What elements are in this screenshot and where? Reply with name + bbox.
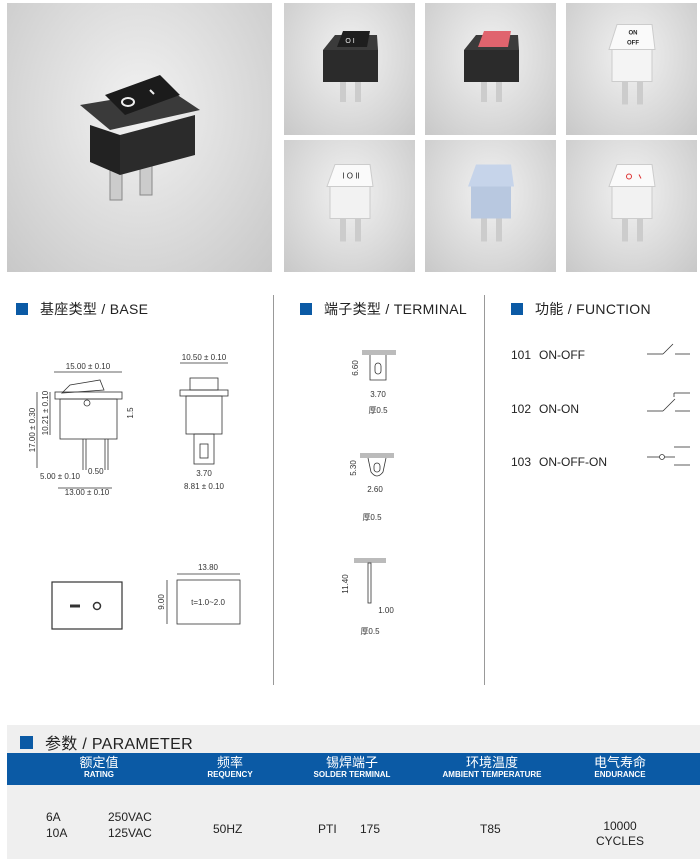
terminal-2-width: 2.60: [367, 485, 383, 494]
photo-white-on-off: ON OFF: [566, 3, 697, 135]
dim-body: 10.21 ± 0.10: [41, 390, 50, 435]
endurance-unit: CYCLES: [595, 834, 645, 848]
rating-voltage-1: 250VAC: [108, 810, 152, 824]
rocker-switch-image: [607, 164, 656, 242]
terminal-section-title: 端子类型 / TERMINAL: [300, 299, 467, 319]
function-code: 103: [511, 455, 532, 469]
dim-height: 17.00 ± 0.30: [28, 407, 37, 452]
section-marker: [20, 735, 33, 749]
function-item-102: 102 ON-ON: [511, 402, 579, 416]
terminal-1-height: 6.60: [351, 360, 360, 376]
function-section-title: 功能 / FUNCTION: [511, 299, 651, 319]
base-section-title: 基座类型 / BASE: [16, 299, 148, 319]
rocker-switch-image: [467, 164, 514, 242]
terminal-2-thickness: 厚0.5: [362, 513, 382, 522]
parameter-header-band: [7, 725, 700, 753]
section-marker: [300, 303, 312, 315]
parameter-section-title: 参数 / PARAMETER: [20, 730, 193, 754]
section-marker: [16, 303, 28, 315]
dim-side-bottom: 8.81 ± 0.10: [184, 482, 225, 491]
terminal-3-thickness: 厚0.5: [360, 627, 380, 636]
base-dimension-drawing: 15.00 ± 0.10 17.00 ± 0.30 10.21 ± 0.10 1…: [28, 353, 241, 630]
divider: [484, 295, 485, 685]
divider: [273, 295, 274, 685]
function-label: ON-OFF: [539, 348, 585, 362]
function-item-101: 101 ON-OFF: [511, 348, 585, 362]
terminal-1-width: 3.70: [370, 390, 386, 399]
parameter-title-text: 参数 / PARAMETER: [45, 736, 193, 753]
header-cn: 锡焊端子: [325, 755, 379, 770]
svg-text:ON: ON: [628, 31, 637, 37]
rating-current-2: 10A: [46, 826, 68, 840]
function-item-103: 103 ON-OFF-ON: [511, 455, 607, 469]
terminal-title-text: 端子类型 / TERMINAL: [324, 301, 467, 317]
switch-symbol-on-off: [647, 343, 690, 355]
svg-text:O I: O I: [345, 38, 354, 45]
dim-cutout-w: 13.80: [198, 563, 219, 572]
dim-pin-offset: 5.00 ± 0.10: [40, 472, 81, 481]
photo-red-rocker: [425, 3, 556, 135]
switch-symbol-on-off-on: [647, 446, 690, 466]
header-cn: 环境温度: [465, 755, 518, 770]
dim-step: 1.5: [126, 407, 135, 419]
dim-cutout-h: 9.00: [157, 594, 166, 610]
header-cn: 额定值: [79, 755, 119, 770]
rocker-switch-image: ON OFF: [607, 24, 656, 105]
dim-width: 15.00 ± 0.10: [66, 362, 111, 371]
terminal-1-thickness: 厚0.5: [368, 406, 388, 415]
header-cn: 频率: [216, 755, 243, 770]
rocker-switch-image: I O II: [325, 164, 374, 242]
function-symbols: [647, 343, 690, 466]
panel-thickness: t=1.0~2.0: [191, 598, 225, 607]
frequency-value: 50HZ: [213, 822, 243, 836]
section-marker: [511, 303, 523, 315]
rocker-switch-image: [79, 74, 200, 200]
header-en: RATING: [83, 770, 115, 779]
dim-side-top: 10.50 ± 0.10: [182, 353, 227, 362]
photo-white-red-mark: [566, 140, 697, 272]
photo-blue-rocker: [425, 140, 556, 272]
photo-black-rocker-large: [7, 3, 272, 272]
parameter-table-row: 6A 250VAC 10A 125VAC 50HZ PTI 175 T85 10…: [7, 785, 700, 859]
function-label: ON-OFF-ON: [539, 455, 607, 469]
header-en: SOLDER TERMINAL: [313, 770, 391, 779]
terminal-drawings: 6.60 3.70 厚0.5 5.30 2.60 厚0.5 11.40 1.00…: [341, 350, 396, 636]
photo-white-three-position: I O II: [284, 140, 415, 272]
dim-bottom: 13.00 ± 0.10: [65, 488, 110, 497]
header-cn: 电气寿命: [593, 755, 647, 770]
svg-text:I O II: I O II: [342, 172, 359, 181]
function-title-text: 功能 / FUNCTION: [535, 301, 651, 317]
terminal-3-width: 1.00: [378, 606, 394, 615]
function-label: ON-ON: [539, 402, 579, 416]
rating-current-1: 6A: [46, 810, 61, 824]
base-title-text: 基座类型 / BASE: [40, 301, 149, 317]
header-en: REQUENCY: [207, 770, 253, 779]
terminal-3-height: 11.40: [341, 574, 350, 594]
function-code: 101: [511, 348, 532, 362]
solder-label: PTI: [318, 822, 337, 836]
solder-value: 175: [360, 822, 381, 836]
terminal-2-height: 5.30: [349, 460, 358, 476]
header-en: ENDURANCE: [594, 770, 646, 779]
rocker-switch-image: O I: [322, 31, 378, 102]
svg-text:OFF: OFF: [627, 41, 639, 47]
temperature-value: T85: [480, 822, 501, 836]
dim-pin-thick: 0.50: [88, 467, 104, 476]
endurance-count: 10000: [603, 819, 637, 833]
function-code: 102: [511, 402, 532, 416]
header-en: AMBIENT TEMPERATURE: [442, 770, 542, 779]
rating-voltage-2: 125VAC: [108, 826, 152, 840]
photo-black-rocker: O I: [284, 3, 415, 135]
dim-side-pin: 3.70: [196, 469, 212, 478]
switch-symbol-on-on: [647, 392, 690, 412]
rocker-switch-image: [463, 31, 519, 102]
